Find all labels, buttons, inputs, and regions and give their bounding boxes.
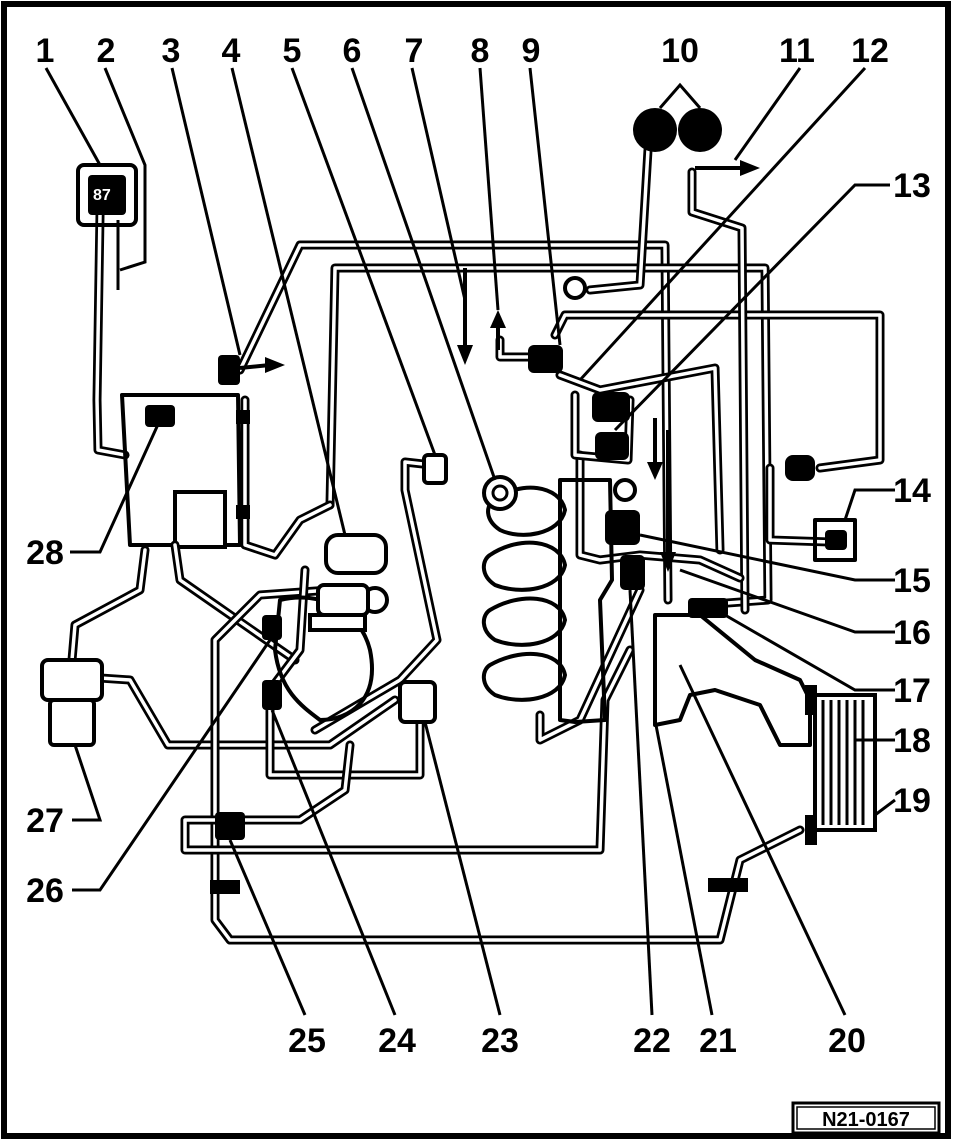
hose-network — [67, 145, 885, 945]
callout-6: 6 — [343, 32, 362, 70]
vacuum-reservoir-4 — [324, 533, 388, 575]
figure-reference: N21-0167 — [791, 1101, 941, 1135]
valve-9 — [528, 345, 563, 373]
callout-8: 8 — [471, 32, 490, 70]
callout-27: 27 — [26, 802, 64, 840]
intercooler — [805, 685, 877, 845]
callout-16: 16 — [893, 614, 931, 652]
valve-25 — [215, 812, 245, 840]
valve-3 — [218, 355, 240, 385]
component-12 — [563, 276, 587, 300]
callout-7: 7 — [405, 32, 424, 70]
callout-20: 20 — [828, 1022, 866, 1060]
svg-text:87: 87 — [93, 187, 111, 204]
callout-23: 23 — [481, 1022, 519, 1060]
callout-13: 13 — [893, 167, 931, 205]
line-from-1 — [92, 210, 130, 460]
callout-11: 11 — [779, 32, 815, 70]
vacuum-sphere-right — [678, 108, 722, 152]
callout-22: 22 — [633, 1022, 671, 1060]
main-vacuum-line — [235, 240, 673, 605]
callout-24: 24 — [378, 1022, 416, 1060]
valve-28 — [145, 405, 175, 427]
callout-12: 12 — [851, 32, 889, 70]
callout-17: 17 — [893, 672, 931, 710]
valve-15 — [605, 510, 640, 545]
callout-19: 19 — [893, 782, 931, 820]
callout-1: 1 — [36, 32, 55, 70]
manifold-spiral-6 — [482, 475, 518, 511]
valve-17 — [688, 598, 728, 618]
callout-9: 9 — [522, 32, 541, 70]
pipe-25-up — [235, 740, 355, 825]
callout-28: 28 — [26, 534, 64, 572]
intercooler-core — [813, 693, 877, 832]
valve-5 — [422, 453, 448, 485]
components: 87 — [40, 108, 857, 894]
callout-2: 2 — [97, 32, 116, 70]
turbocharger — [273, 533, 389, 722]
intake-manifold — [481, 475, 614, 724]
callout-10: 10 — [661, 32, 699, 70]
charge-air-pipe — [653, 613, 812, 747]
component-1-box — [76, 163, 138, 227]
callout-15: 15 — [893, 562, 931, 600]
callout-4: 4 — [222, 32, 241, 70]
valve-13a — [592, 392, 630, 422]
control-module-box — [173, 490, 227, 549]
callout-21: 21 — [699, 1022, 737, 1060]
callout-3: 3 — [162, 32, 181, 70]
valve-23 — [398, 680, 437, 724]
callout-labels: 1 2 3 4 5 6 7 8 9 10 11 12 13 14 15 16 1… — [26, 32, 931, 1060]
component-14 — [813, 518, 857, 562]
vacuum-sphere-left — [633, 108, 677, 152]
figure-ref-label: N21-0167 — [822, 1109, 910, 1131]
filter-27 — [40, 658, 104, 702]
callout-25: 25 — [288, 1022, 326, 1060]
valve-26 — [262, 615, 282, 640]
leader-lines — [44, 66, 896, 1016]
callout-14: 14 — [893, 472, 931, 510]
callout-5: 5 — [283, 32, 302, 70]
callout-26: 26 — [26, 872, 64, 910]
valve-22 — [620, 555, 645, 590]
valve-24 — [262, 680, 282, 710]
valve-13b — [595, 432, 629, 460]
callout-18: 18 — [893, 722, 931, 760]
